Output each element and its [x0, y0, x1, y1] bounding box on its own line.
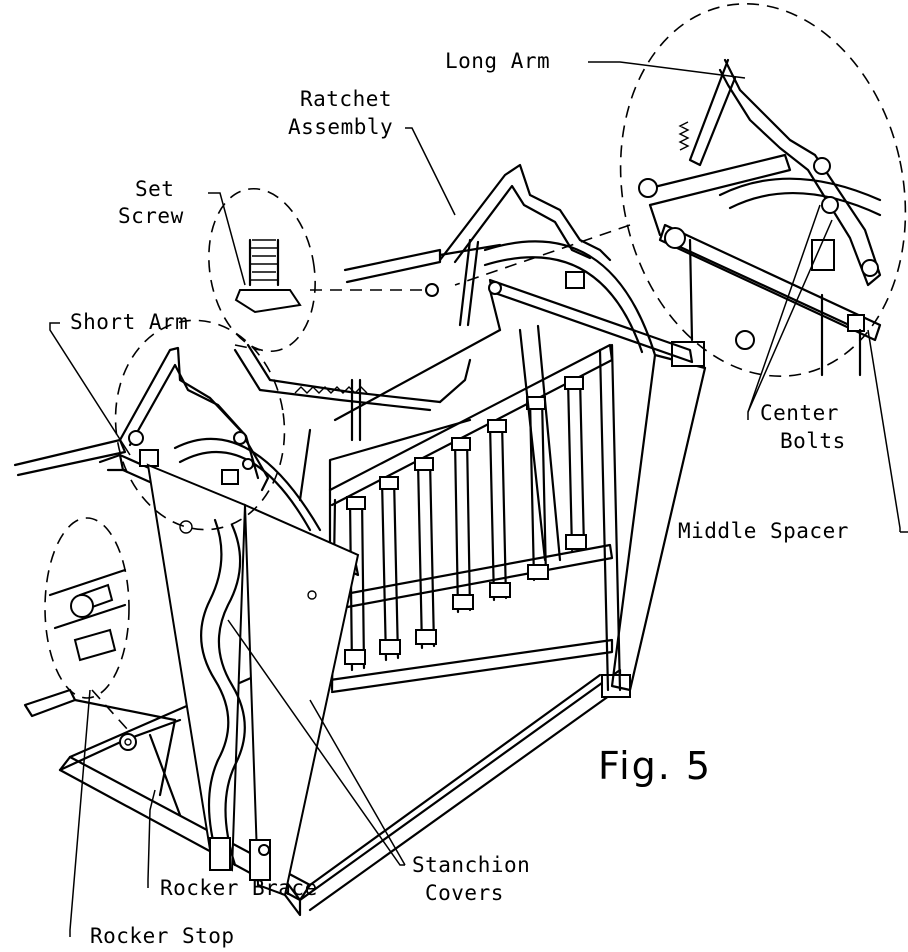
label-short-arm: Short Arm [70, 310, 189, 334]
label-rocker-stop: Rocker Stop [90, 924, 235, 948]
side-panel [328, 343, 614, 694]
figure-number: Fig. 5 [598, 744, 713, 788]
label-stanchion-line2: Covers [425, 881, 504, 905]
rocker-brace [23, 688, 182, 817]
label-long-arm: Long Arm [445, 49, 551, 73]
label-center-bolts-line2: Bolts [780, 429, 846, 453]
rocker-stop-detail [48, 568, 127, 662]
ratchet-assembly [343, 163, 612, 327]
detail-callouts [44, 3, 907, 731]
set-screw-detail [234, 238, 302, 314]
leader-lines [49, 61, 908, 937]
right-end-frame [598, 341, 707, 692]
stanchion-covers [146, 463, 360, 897]
label-middle-spacer: Middle Spacer [678, 519, 849, 543]
label-ratchet-line1: Ratchet [300, 87, 393, 111]
long-arm-detail [638, 58, 882, 377]
label-rocker-brace: Rocker Brace [160, 876, 318, 900]
short-arm-detail [128, 430, 254, 470]
label-set-screw-line2: Screw [118, 204, 184, 228]
label-center-bolts-line1: Center [760, 401, 839, 425]
middle-ratchet-bar [233, 343, 472, 442]
label-ratchet-line2: Assembly [288, 115, 394, 139]
label-set-screw-line1: Set [135, 177, 175, 201]
label-stanchion-line1: Stanchion [412, 853, 531, 877]
